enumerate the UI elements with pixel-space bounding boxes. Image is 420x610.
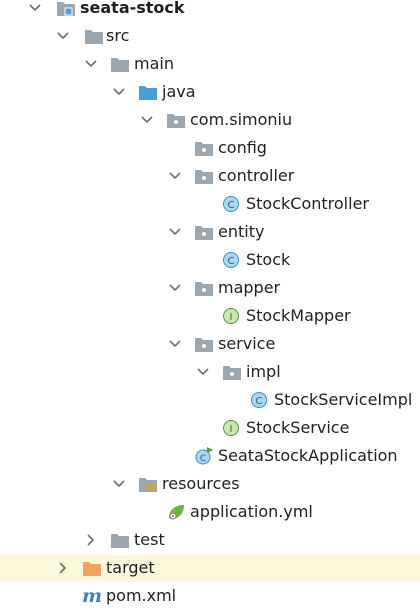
tree-item-label: StockService [246, 418, 350, 437]
package-icon [194, 335, 214, 353]
tree-item-resources[interactable]: resources [0, 470, 420, 498]
tree-item-label: entity [218, 222, 265, 241]
module-folder-icon [56, 0, 76, 17]
tree-item-label: StockController [246, 194, 369, 213]
svg-text:C: C [256, 396, 263, 407]
tree-item-service[interactable]: service [0, 330, 420, 358]
class-icon: C [250, 391, 270, 409]
tree-item-label: main [134, 54, 174, 73]
tree-item-label: application.yml [190, 502, 313, 521]
tree-item-label: test [134, 530, 165, 549]
chevron-down-icon[interactable] [166, 222, 184, 242]
tree-item-label: impl [246, 362, 281, 381]
tree-item-stock-service[interactable]: I StockService [0, 414, 420, 442]
class-icon: C [222, 195, 242, 213]
interface-icon: I [222, 419, 242, 437]
tree-item-mapper[interactable]: mapper [0, 274, 420, 302]
maven-file-icon: m [80, 584, 104, 606]
tree-item-config[interactable]: config [0, 134, 420, 162]
interface-icon: I [222, 307, 242, 325]
svg-text:C: C [228, 200, 235, 211]
svg-text:m: m [82, 585, 102, 606]
resources-folder-icon [138, 475, 158, 493]
chevron-down-icon[interactable] [110, 474, 128, 494]
spring-config-file-icon [166, 503, 186, 521]
folder-icon [110, 531, 130, 549]
tree-item-label: resources [162, 474, 240, 493]
tree-item-label: src [106, 26, 130, 45]
chevron-down-icon[interactable] [166, 278, 184, 298]
tree-item-label: config [218, 138, 267, 157]
tree-item-label: controller [218, 166, 295, 185]
tree-item-main[interactable]: main [0, 50, 420, 78]
chevron-down-icon[interactable] [166, 334, 184, 354]
tree-item-seata-stock-application[interactable]: C SeataStockApplication [0, 442, 420, 470]
package-icon [194, 139, 214, 157]
tree-item-label: pom.xml [106, 586, 177, 605]
spring-boot-class-icon: C [194, 447, 214, 465]
tree-item-seata-stock[interactable]: seata-stock [0, 0, 420, 22]
source-root-folder-icon [138, 83, 158, 101]
chevron-down-icon[interactable] [26, 0, 44, 18]
excluded-folder-icon [82, 559, 102, 577]
tree-item-application-yml[interactable]: application.yml [0, 498, 420, 526]
chevron-down-icon[interactable] [54, 26, 72, 46]
tree-item-entity[interactable]: entity [0, 218, 420, 246]
tree-item-stock-mapper[interactable]: I StockMapper [0, 302, 420, 330]
tree-item-java[interactable]: java [0, 78, 420, 106]
chevron-down-icon[interactable] [194, 362, 212, 382]
folder-icon [110, 55, 130, 73]
package-icon [166, 111, 186, 129]
chevron-down-icon[interactable] [138, 110, 156, 130]
chevron-down-icon[interactable] [82, 54, 100, 74]
tree-item-stock-service-impl[interactable]: C StockServiceImpl [0, 386, 420, 414]
folder-icon [84, 27, 104, 45]
package-icon [222, 363, 242, 381]
tree-item-controller[interactable]: controller [0, 162, 420, 190]
tree-item-target[interactable]: target [0, 554, 420, 582]
tree-item-stock[interactable]: C Stock [0, 246, 420, 274]
tree-item-label: target [106, 558, 155, 577]
svg-text:C: C [228, 256, 235, 267]
tree-item-label: service [218, 334, 276, 353]
chevron-down-icon[interactable] [110, 82, 128, 102]
chevron-right-icon[interactable] [82, 530, 100, 550]
chevron-right-icon[interactable] [54, 558, 72, 578]
chevron-down-icon[interactable] [166, 166, 184, 186]
tree-item-pom-xml[interactable]: m pom.xml [0, 582, 420, 610]
class-icon: C [222, 251, 242, 269]
tree-item-test[interactable]: test [0, 526, 420, 554]
svg-text:I: I [230, 424, 233, 435]
tree-item-label: seata-stock [80, 0, 185, 17]
tree-item-label: SeataStockApplication [218, 446, 398, 465]
tree-item-label: StockMapper [246, 306, 351, 325]
tree-item-com-simoniu[interactable]: com.simoniu [0, 106, 420, 134]
svg-text:I: I [230, 312, 233, 323]
svg-text:C: C [200, 454, 206, 464]
tree-item-label: Stock [246, 250, 291, 269]
tree-item-src[interactable]: src [0, 22, 420, 50]
package-icon [194, 223, 214, 241]
tree-item-label: java [162, 82, 196, 101]
tree-item-label: StockServiceImpl [274, 390, 413, 409]
package-icon [194, 167, 214, 185]
tree-item-impl[interactable]: impl [0, 358, 420, 386]
tree-item-label: mapper [218, 278, 281, 297]
tree-item-stock-controller[interactable]: C StockController [0, 190, 420, 218]
package-icon [194, 279, 214, 297]
tree-item-label: com.simoniu [190, 110, 293, 129]
